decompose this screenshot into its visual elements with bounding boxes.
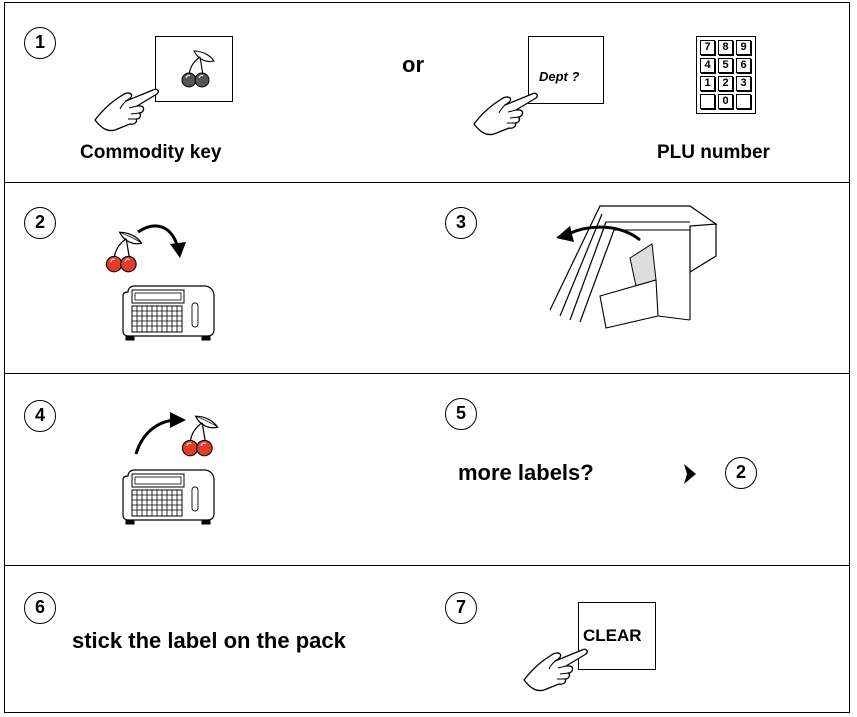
cherry-icon <box>181 50 215 88</box>
commodity-key[interactable] <box>155 36 233 102</box>
scale-icon <box>122 285 215 341</box>
step-5-badge: 5 <box>445 398 477 430</box>
cherry-icon <box>181 415 219 457</box>
dept-key[interactable]: Dept ? <box>528 36 604 104</box>
keypad-key[interactable]: 9 <box>736 40 751 55</box>
label-printer-icon <box>549 205 718 329</box>
or-label: or <box>402 52 424 77</box>
plu-keypad: 7 8 9 4 5 6 1 2 3 0 <box>696 36 756 114</box>
more-labels-question: more labels? <box>458 460 594 485</box>
stick-label-instruction: stick the label on the pack <box>72 628 346 653</box>
keypad-key[interactable]: 6 <box>736 58 751 73</box>
keypad-key[interactable]: 4 <box>700 58 715 73</box>
commodity-caption: Commodity key <box>80 142 222 163</box>
step-1-badge: 1 <box>24 27 56 59</box>
goto-step-2-badge[interactable]: 2 <box>725 457 757 489</box>
hand-pointer-icon <box>523 648 588 692</box>
keypad-key[interactable]: 1 <box>700 76 715 91</box>
dept-key-label: Dept ? <box>539 69 580 84</box>
step-4-badge: 4 <box>24 400 56 432</box>
hand-pointer-icon <box>94 88 159 132</box>
arrow-up-icon <box>134 412 186 455</box>
arrow-right-icon <box>684 464 696 484</box>
instruction-panel <box>4 2 850 713</box>
keypad-key[interactable] <box>736 94 751 109</box>
step-2-badge: 2 <box>24 207 56 239</box>
step-6-badge: 6 <box>24 592 56 624</box>
row-divider <box>4 373 850 374</box>
keypad-key[interactable]: 0 <box>718 94 733 109</box>
keypad-key[interactable]: 7 <box>700 40 715 55</box>
clear-key[interactable]: CLEAR <box>578 602 656 670</box>
arrow-down-icon <box>137 224 186 258</box>
row-divider <box>4 565 850 566</box>
plu-caption: PLU number <box>657 142 770 163</box>
hand-pointer-icon <box>473 92 538 136</box>
step-7-badge: 7 <box>445 592 477 624</box>
keypad-key[interactable]: 8 <box>718 40 733 55</box>
keypad-key[interactable]: 3 <box>736 76 751 91</box>
row-divider <box>4 182 850 183</box>
keypad-key[interactable]: 2 <box>718 76 733 91</box>
clear-key-label: CLEAR <box>583 626 642 645</box>
keypad-key[interactable] <box>700 94 715 109</box>
keypad-key[interactable]: 5 <box>718 58 733 73</box>
step-3-badge: 3 <box>445 207 477 239</box>
scale-icon <box>122 469 215 525</box>
